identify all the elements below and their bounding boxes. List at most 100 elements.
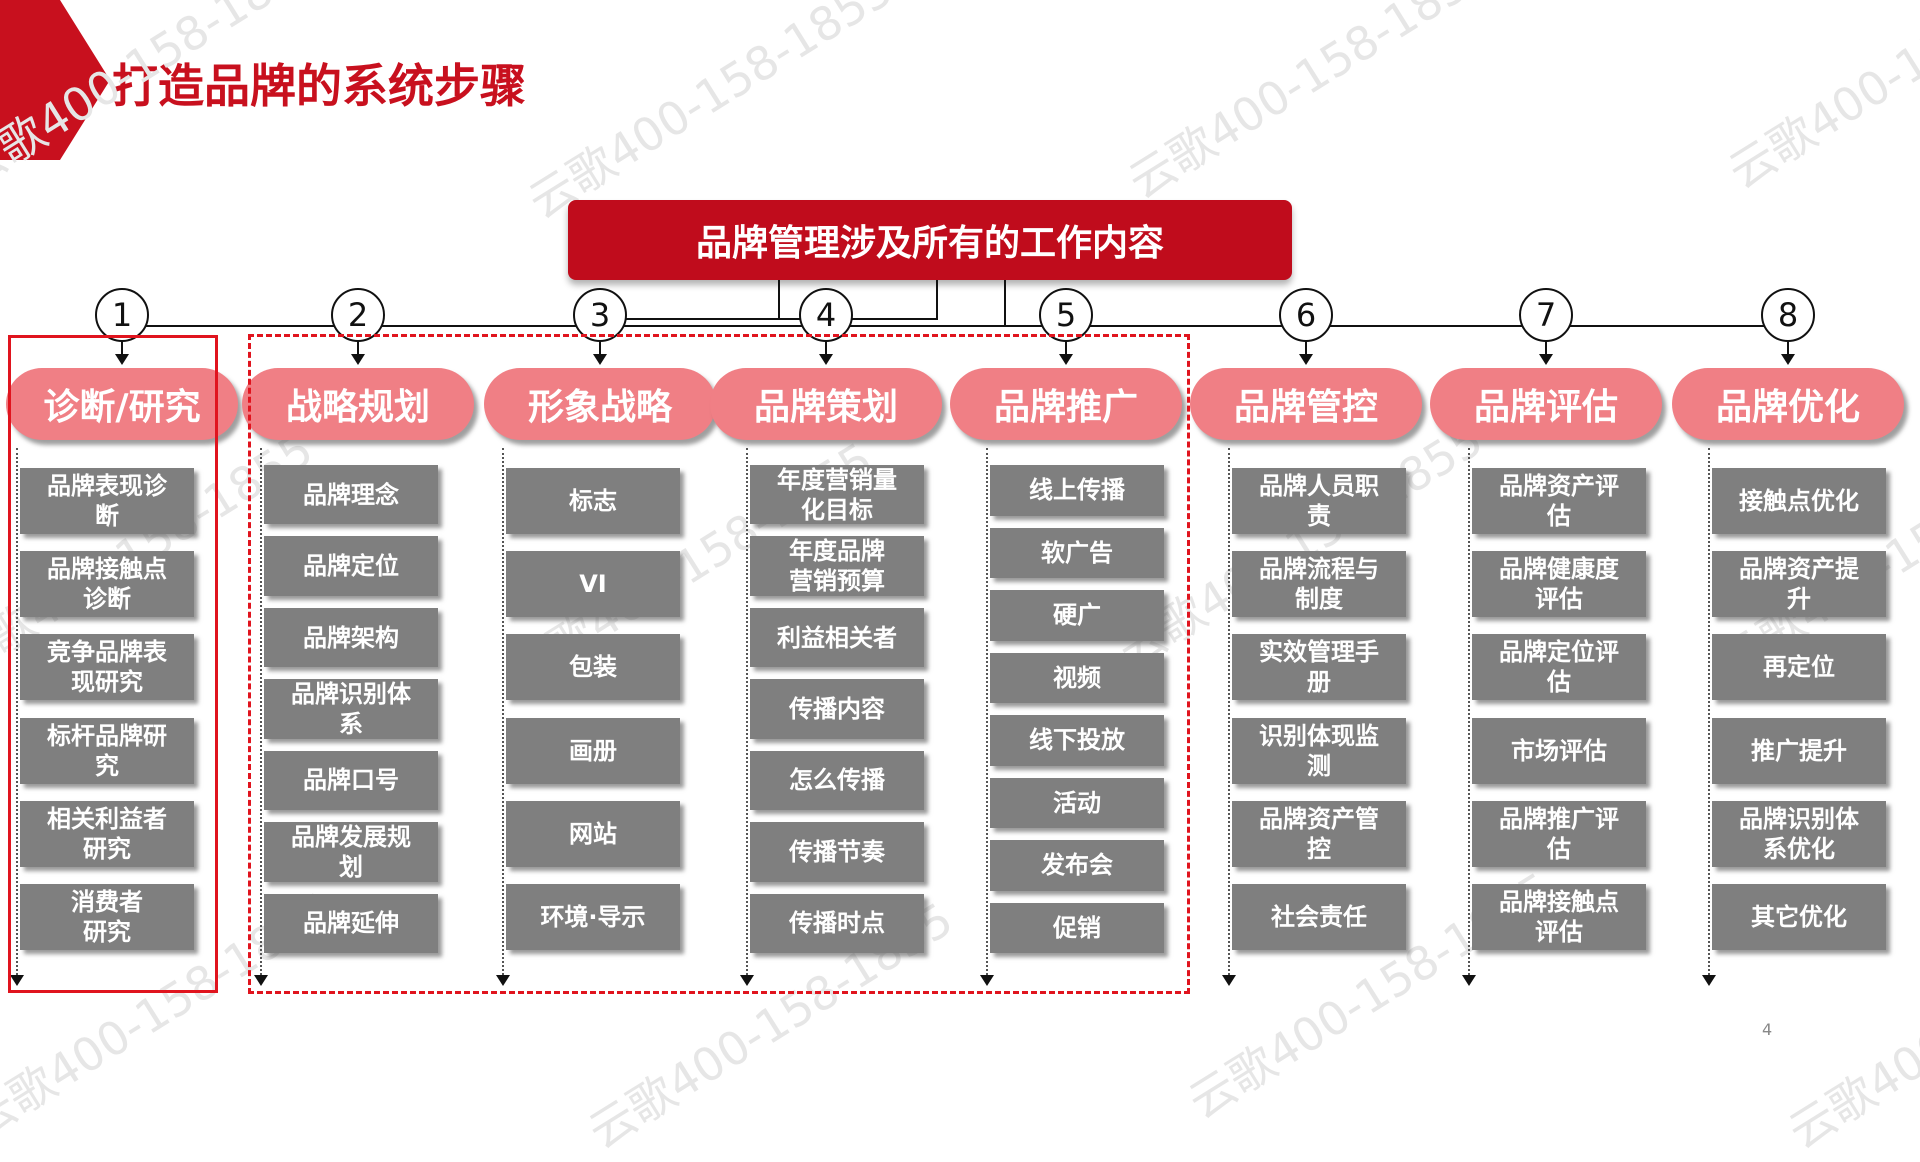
step-item: 品牌资产评 估 <box>1472 467 1646 534</box>
step-item: 品牌资产管 控 <box>1232 801 1406 867</box>
watermark-text: 云歌400-158-1855 <box>1119 0 1503 210</box>
step-item: 活动 <box>990 777 1164 828</box>
step-connector <box>1545 340 1547 355</box>
step-header: 诊断/研究 <box>6 368 238 440</box>
step-item-label: 环境·导示 <box>540 903 646 932</box>
top-box-label: 品牌管理涉及所有的工作内容 <box>695 223 1164 264</box>
step-item: 社会责任 <box>1232 884 1406 951</box>
step-item: 画册 <box>506 717 680 784</box>
step-connector <box>825 340 827 355</box>
step-connector <box>1787 340 1789 355</box>
step-item-label: 传播内容 <box>789 694 885 723</box>
step-item-label: 利益相关者 <box>777 623 897 652</box>
step-item: 线上传播 <box>990 465 1164 516</box>
step-item-label: 品牌资产提 升 <box>1739 555 1859 613</box>
step-item-label: 实效管理手 册 <box>1259 638 1379 697</box>
connector-line <box>1004 280 1006 325</box>
step-item-label: 包装 <box>569 653 617 682</box>
step-item: 年度营销量 化目标 <box>750 465 924 525</box>
step-header: 品牌管控 <box>1190 368 1422 440</box>
arrow-down-icon <box>351 354 365 365</box>
step-guide-line <box>986 448 988 975</box>
arrow-down-icon <box>496 975 510 986</box>
watermark-text: 云歌400-158-1855 <box>1719 0 1920 200</box>
step-connector <box>1065 340 1067 355</box>
step-header: 形象战略 <box>484 368 716 440</box>
step-header: 品牌评估 <box>1430 368 1662 440</box>
step-item: 软广告 <box>990 527 1164 578</box>
step-item-label: 品牌识别体 系优化 <box>1739 805 1859 863</box>
step-item: 传播内容 <box>750 679 924 739</box>
arrow-down-icon <box>593 354 607 365</box>
step-item: 接触点优化 <box>1712 467 1886 534</box>
step-item: 品牌识别体 系优化 <box>1712 801 1886 867</box>
step-item-label: 品牌健康度 评估 <box>1499 555 1619 613</box>
step-item-label: 品牌接触点 诊断 <box>47 555 167 613</box>
step-item-label: 线下投放 <box>1029 726 1125 755</box>
step-item: 硬广 <box>990 590 1164 641</box>
step-item-label: 促销 <box>1053 913 1101 942</box>
step-item: 再定位 <box>1712 634 1886 701</box>
step-item: 线下投放 <box>990 715 1164 766</box>
arrow-down-icon <box>10 975 24 986</box>
step-item: 品牌架构 <box>264 607 438 668</box>
step-number-circle: 8 <box>1761 288 1815 342</box>
step-guide-line <box>502 448 504 975</box>
step-guide-line <box>16 448 18 975</box>
step-guide-line <box>1228 448 1230 975</box>
page-number: 4 <box>1762 1020 1773 1039</box>
step-item: 标志 <box>506 467 680 534</box>
step-item: 市场评估 <box>1472 717 1646 784</box>
step-header: 品牌推广 <box>950 368 1182 440</box>
step-header: 品牌优化 <box>1672 368 1904 440</box>
step-item: 推广提升 <box>1712 717 1886 784</box>
step-item-label: 活动 <box>1053 788 1101 817</box>
step-guide-line <box>1708 448 1710 975</box>
step-item: 品牌健康度 评估 <box>1472 551 1646 617</box>
step-item-label: 品牌定位评 估 <box>1499 638 1619 697</box>
step-item: 消费者 研究 <box>20 884 194 951</box>
step-item-label: 软广告 <box>1041 538 1113 567</box>
step-item: 品牌口号 <box>264 750 438 811</box>
step-item-label: 品牌延伸 <box>303 909 399 938</box>
step-item-label: 硬广 <box>1053 601 1101 630</box>
step-item-label: 品牌口号 <box>303 766 399 795</box>
step-item: 品牌推广评 估 <box>1472 801 1646 867</box>
step-item: 品牌定位 <box>264 536 438 596</box>
step-item: 品牌识别体 系 <box>264 679 438 739</box>
step-item-label: 接触点优化 <box>1739 486 1859 515</box>
step-item-label: 推广提升 <box>1751 736 1847 765</box>
step-item-label: 标杆品牌研 究 <box>47 721 167 780</box>
step-item: 品牌资产提 升 <box>1712 551 1886 617</box>
watermark-text: 云歌400-158-1855 <box>519 0 903 230</box>
step-item-label: 网站 <box>569 820 617 848</box>
step-item: 竞争品牌表 现研究 <box>20 634 194 701</box>
arrow-down-icon <box>740 975 754 986</box>
arrow-down-icon <box>1702 975 1716 986</box>
step-item-label: 品牌识别体 系 <box>291 680 411 738</box>
step-item: 促销 <box>990 902 1164 953</box>
step-item-label: 发布会 <box>1041 851 1113 880</box>
step-item: 品牌表现诊 断 <box>20 467 194 534</box>
step-item-label: VI <box>579 570 607 598</box>
step-guide-line <box>746 448 748 975</box>
step-item-label: 品牌资产评 估 <box>1499 471 1619 530</box>
step-item: 其它优化 <box>1712 884 1886 951</box>
step-item: 网站 <box>506 801 680 867</box>
step-item-label: 品牌架构 <box>303 623 399 652</box>
arrow-down-icon <box>1781 354 1795 365</box>
step-item: 品牌定位评 估 <box>1472 634 1646 701</box>
step-item-label: 竞争品牌表 现研究 <box>47 638 167 697</box>
arrow-down-icon <box>1059 354 1073 365</box>
step-item-label: 品牌接触点 评估 <box>1499 888 1619 947</box>
step-number-circle: 1 <box>95 288 149 342</box>
step-item: 利益相关者 <box>750 607 924 668</box>
step-item: 标杆品牌研 究 <box>20 717 194 784</box>
step-item: 品牌人员职 责 <box>1232 467 1406 534</box>
step-header: 战略规划 <box>242 368 474 440</box>
arrow-down-icon <box>1222 975 1236 986</box>
step-item: 品牌接触点 诊断 <box>20 551 194 617</box>
step-number-circle: 2 <box>331 288 385 342</box>
step-item: 品牌流程与 制度 <box>1232 551 1406 617</box>
step-item-label: 品牌发展规 划 <box>291 822 411 881</box>
